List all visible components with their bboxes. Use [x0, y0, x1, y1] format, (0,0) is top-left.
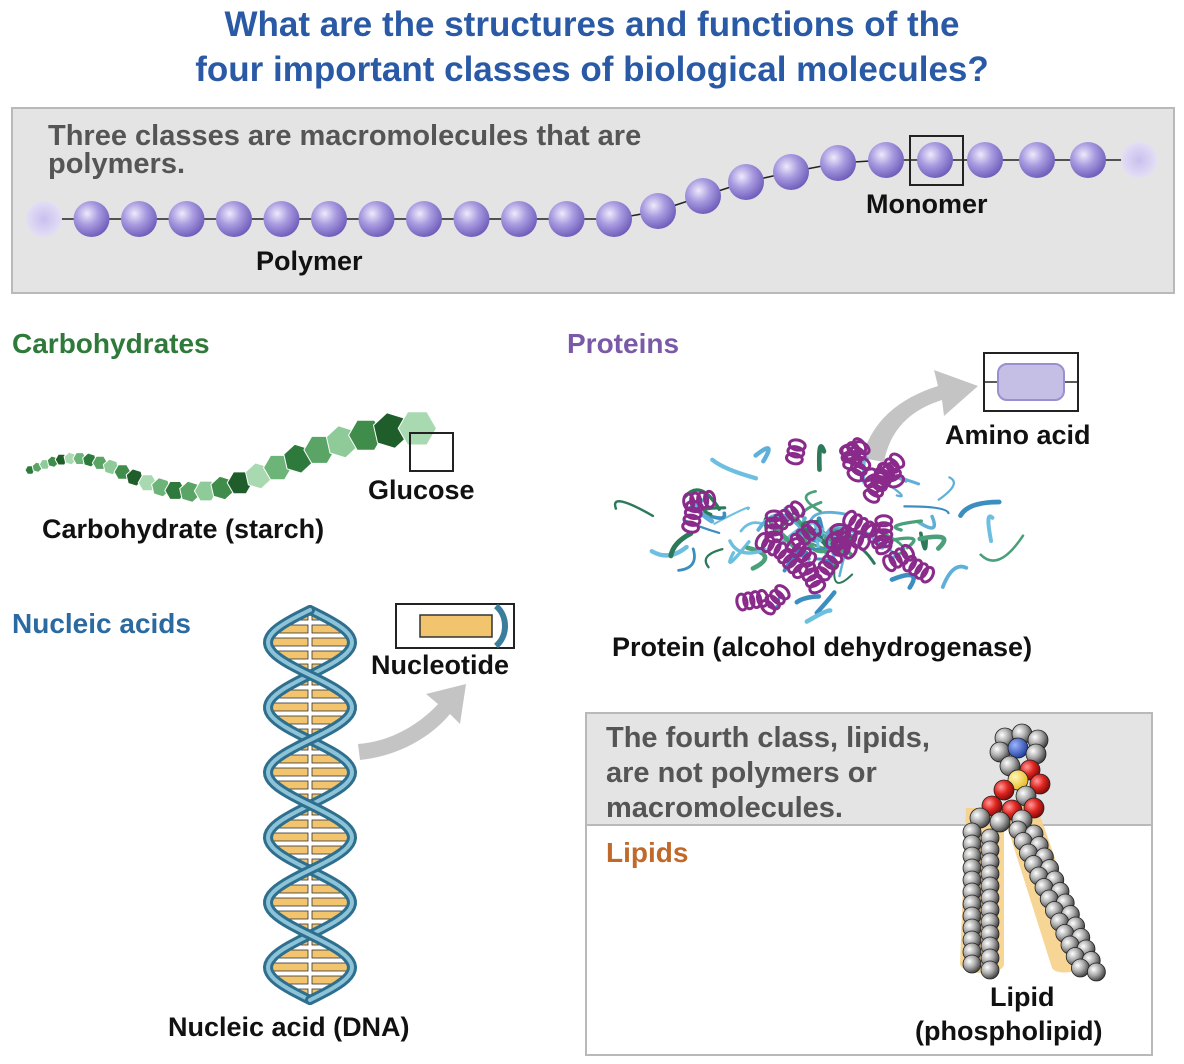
- polymer-bead: [406, 201, 442, 237]
- polymer-bead: [548, 201, 585, 237]
- nucleotide-shape: [419, 614, 493, 638]
- lipid-atom: [993, 779, 1015, 801]
- carbohydrate-caption: Carbohydrate (starch): [42, 514, 325, 544]
- lipid-caption-line2: (phospholipid): [915, 1016, 1103, 1046]
- polymer-label: Polymer: [256, 246, 363, 276]
- lipid-atom: [1007, 737, 1029, 759]
- protein-caption: Protein (alcohol dehydrogenase): [612, 632, 1033, 662]
- polymer-panel-text-line1: Three classes are macromolecules that ar…: [48, 120, 642, 152]
- page-title-line2: four important classes of biological mol…: [195, 50, 989, 89]
- polymer-bead: [596, 201, 632, 237]
- glucose-unit: [397, 411, 438, 446]
- amino-acid-arrow: [862, 370, 978, 462]
- polymer-bead-chain: [26, 135, 1157, 237]
- polymer-bead: [917, 142, 953, 178]
- monomer-label: Monomer: [866, 189, 988, 219]
- polymer-bead: [121, 201, 157, 237]
- polymer-bead: [1121, 142, 1157, 178]
- lipid-note-line3: macromolecules.: [606, 792, 843, 824]
- dna-helix-illustration: [262, 603, 515, 1005]
- lipid-atom: [1087, 962, 1106, 982]
- protein-structure-illustration: [613, 352, 1079, 624]
- carbohydrates-heading: Carbohydrates: [12, 328, 210, 359]
- lipid-caption-line1: Lipid: [990, 982, 1055, 1012]
- polymer-bead: [967, 142, 1003, 178]
- polymer-bead: [868, 142, 904, 178]
- polymer-bead: [728, 164, 764, 200]
- polymer-bead: [685, 178, 721, 214]
- polymer-bead: [640, 193, 676, 229]
- glucose-label: Glucose: [368, 475, 475, 505]
- polymer-bead: [1070, 142, 1106, 178]
- lipid-atom: [962, 954, 982, 974]
- page-title-line1: What are the structures and functions of…: [224, 5, 960, 44]
- polymer-bead: [168, 201, 205, 237]
- polymer-bead: [773, 154, 809, 190]
- polymer-bead: [1019, 142, 1055, 178]
- polymer-bead: [311, 201, 347, 237]
- starch-chain-illustration: [24, 411, 454, 503]
- polymer-bead: [501, 201, 537, 237]
- lipid-panel-note: [587, 714, 1151, 826]
- lipid-atom: [989, 811, 1011, 833]
- glucose-unit: [164, 481, 186, 500]
- polymer-bead: [26, 201, 62, 237]
- nucleotide-arrow: [358, 684, 466, 760]
- lipid-note-line1: The fourth class, lipids,: [606, 722, 930, 754]
- polymer-bead: [358, 201, 395, 237]
- polymer-panel: [11, 107, 1175, 294]
- glucose-highlight-box: [409, 432, 454, 472]
- polymer-bead: [263, 201, 300, 237]
- polymer-panel-text-line2: polymers.: [48, 148, 185, 180]
- nucleotide-label: Nucleotide: [371, 650, 510, 680]
- dna-caption: Nucleic acid (DNA): [168, 1012, 410, 1042]
- lipid-atom: [980, 960, 1000, 980]
- polymer-bead: [216, 201, 252, 237]
- nucleic-acids-heading: Nucleic acids: [12, 608, 191, 639]
- amino-acid-label: Amino acid: [945, 420, 1091, 450]
- lipid-atom: [1029, 773, 1051, 795]
- polymer-bead: [73, 201, 110, 237]
- nucleotide-box: [395, 603, 515, 649]
- monomer-highlight-box: [909, 135, 964, 186]
- lipid-note-line2: are not polymers or: [606, 757, 877, 789]
- proteins-heading: Proteins: [567, 328, 680, 359]
- amino-acid-shape: [997, 363, 1065, 401]
- polymer-bead: [453, 201, 490, 237]
- lipid-atom: [1071, 958, 1090, 978]
- polymer-bead: [820, 145, 856, 181]
- lipids-heading: Lipids: [606, 837, 689, 868]
